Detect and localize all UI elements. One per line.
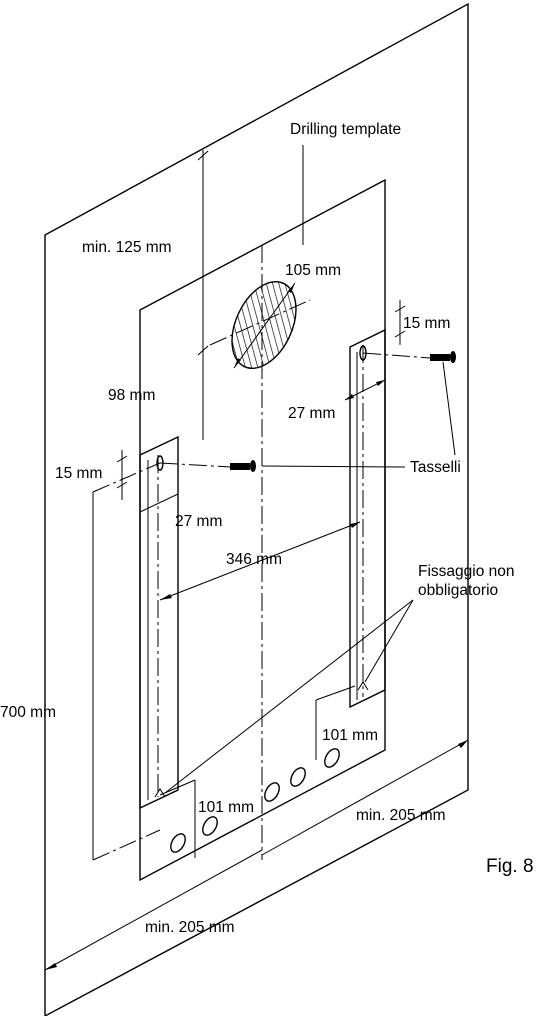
leader-tasselli-right [442, 361, 456, 456]
label-fissaggio-2: obbligatorio [418, 582, 498, 599]
label-15-left: 15 mm [55, 465, 102, 482]
dim-27-right [344, 379, 386, 401]
label-27-left: 27 mm [175, 513, 222, 530]
label-346: 346 mm [226, 551, 282, 568]
label-700: 700 mm [0, 704, 56, 721]
dim-15-top [394, 300, 406, 345]
dim-min-205-bottom [44, 849, 263, 971]
label-15-top: 15 mm [403, 315, 450, 332]
label-fissaggio-1: Fissaggio non [418, 563, 515, 580]
label-min-125: min. 125 mm [82, 239, 172, 256]
leader-fissaggio-2 [364, 599, 414, 683]
dim-101-left [159, 779, 196, 858]
label-min-205-right: min. 205 mm [356, 807, 446, 824]
screw-left [159, 460, 256, 472]
dim-min-205-right [261, 739, 469, 856]
label-98: 98 mm [108, 387, 155, 404]
dim-min-125 [197, 150, 209, 360]
left-bracket [139, 435, 179, 810]
label-105: 105 mm [285, 262, 341, 279]
leader-tasselli-left [261, 465, 406, 468]
wall-panel [44, 2, 469, 1016]
label-drilling-template: Drilling template [290, 121, 401, 138]
knockout-holes [170, 748, 340, 853]
label-tasselli: Tasselli [410, 459, 461, 476]
round-hole [209, 280, 311, 370]
label-27-right: 27 mm [288, 405, 335, 422]
screw-right [362, 351, 456, 363]
dim-346 [159, 521, 361, 601]
dim-101-right [315, 685, 356, 760]
dim-700 [92, 462, 161, 861]
label-fig: Fig. 8 [486, 856, 534, 877]
leader-fissaggio-1 [164, 599, 414, 794]
dim-15-left [116, 450, 128, 500]
label-101-left: 101 mm [198, 799, 254, 816]
dim-27-left [139, 493, 179, 513]
label-min-205-bottom: min. 205 mm [145, 919, 235, 936]
label-101-right: 101 mm [322, 727, 378, 744]
